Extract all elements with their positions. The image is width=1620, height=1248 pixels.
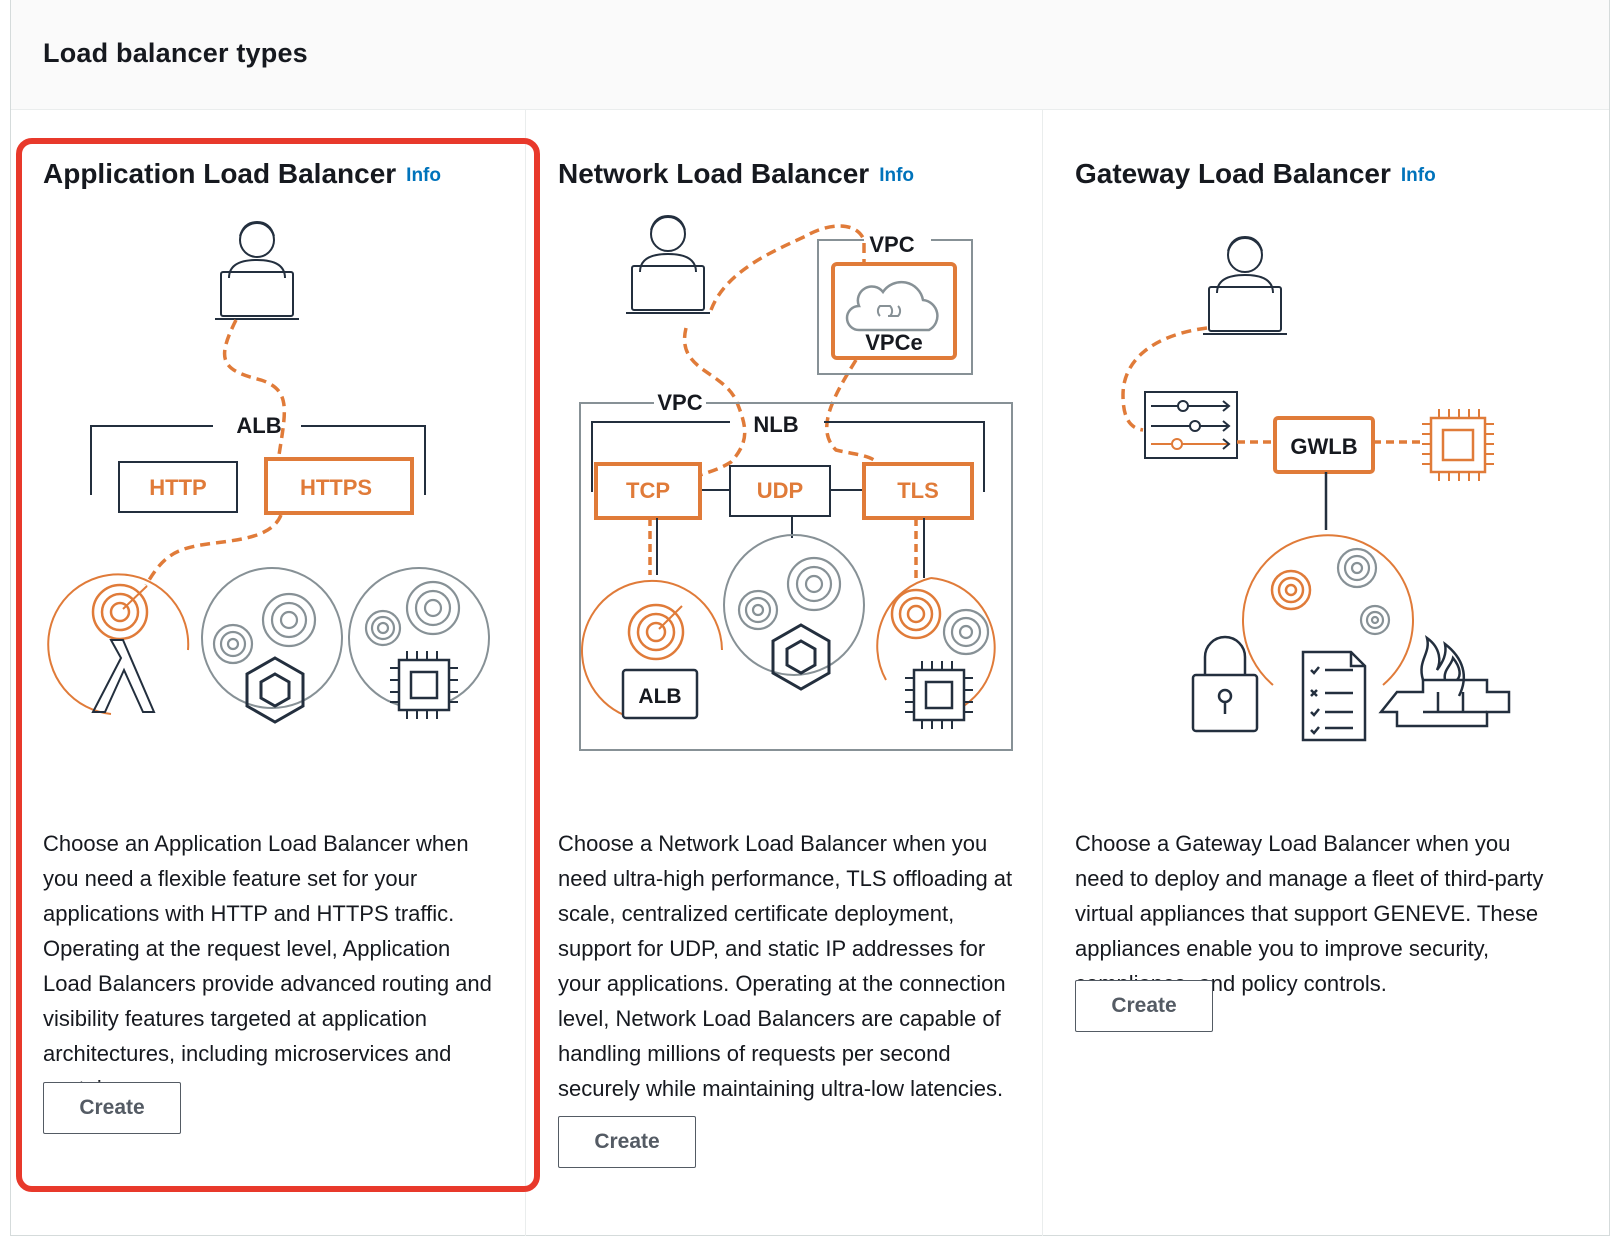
alb-group-label: ALB: [236, 413, 281, 438]
vpce-box: [831, 262, 957, 360]
vpc-main-label: VPC: [657, 390, 702, 415]
vpce-label: VPCe: [865, 330, 922, 355]
alb-target-label: ALB: [638, 685, 681, 708]
https-listener-label: HTTPS: [300, 475, 372, 500]
alb-diagram: ALB HTTP HTTPS: [47, 220, 490, 724]
chip-icon: [1422, 409, 1494, 481]
card-title-text: Application Load Balancer: [43, 158, 397, 189]
container-target-group-icon: [723, 534, 865, 691]
container-target-group-icon: [201, 567, 343, 724]
instance-target-group-icon: [348, 567, 490, 719]
user-laptop-icon: [1203, 235, 1287, 335]
lock-icon: [1191, 635, 1259, 733]
user-laptop-icon: [215, 220, 299, 320]
gwlb-box: [1273, 416, 1375, 474]
target-icon: [1336, 547, 1391, 636]
https-listener-box: [264, 457, 414, 515]
udp-listener-box: [729, 465, 831, 517]
create-alb-button[interactable]: Create: [43, 1082, 181, 1134]
card-title-text: Gateway Load Balancer: [1075, 158, 1391, 189]
card-description: Choose a Gateway Load Balancer when you …: [1075, 831, 1544, 996]
panel-title: Load balancer types: [43, 38, 308, 68]
info-link[interactable]: Info: [406, 165, 441, 186]
nlb-group-label: NLB: [753, 412, 798, 437]
user-laptop-icon: [626, 214, 710, 314]
firewall-icon: [1378, 635, 1511, 728]
instance-target-group-icon: [876, 577, 996, 729]
tcp-listener-box: [594, 462, 702, 520]
cloud-icon: [845, 280, 939, 332]
http-listener-box: [118, 461, 238, 513]
checklist-document-icon: [1301, 650, 1367, 742]
card-title-text: Network Load Balancer: [558, 158, 870, 189]
info-link[interactable]: Info: [879, 165, 915, 186]
card-network-load-balancer[interactable]: Network Load Balancer Info VPC VPCe VPC: [526, 110, 1042, 1236]
http-listener-label: HTTP: [149, 475, 206, 500]
card-title: Network Load Balancer Info: [558, 158, 914, 190]
panel-header: Load balancer types: [11, 0, 1609, 110]
tcp-listener-label: TCP: [626, 478, 670, 503]
tls-listener-box: [862, 462, 974, 520]
alb-target-group-icon: ALB: [581, 579, 723, 720]
sliders-appliance-icon: [1144, 391, 1238, 459]
column-divider: [525, 110, 526, 1236]
vpc-top-label: VPC: [869, 232, 914, 257]
create-gwlb-button[interactable]: Create: [1075, 980, 1213, 1032]
create-nlb-button[interactable]: Create: [558, 1116, 696, 1168]
card-title: Application Load Balancer Info: [43, 158, 441, 190]
target-icon: [1270, 569, 1312, 611]
load-balancer-types-panel: Load balancer types Application Load Bal…: [10, 0, 1610, 1236]
card-title: Gateway Load Balancer Info: [1075, 158, 1436, 190]
nlb-diagram: VPC VPCe VPC NLB TCP UDP TLS: [579, 214, 1013, 751]
lambda-target-group-icon: [47, 573, 190, 715]
card-description: Choose an Application Load Balancer when…: [43, 831, 492, 1101]
info-link[interactable]: Info: [1400, 165, 1436, 186]
column-divider: [1042, 110, 1043, 1236]
card-description: Choose a Network Load Balancer when you …: [558, 831, 1013, 1101]
gwlb-label: GWLB: [1290, 434, 1357, 459]
tls-listener-label: TLS: [897, 478, 939, 503]
udp-listener-label: UDP: [757, 478, 803, 503]
card-application-load-balancer[interactable]: Application Load Balancer Info ALB HTTP H…: [11, 110, 525, 1236]
gwlb-diagram: GWLB: [1121, 235, 1511, 742]
